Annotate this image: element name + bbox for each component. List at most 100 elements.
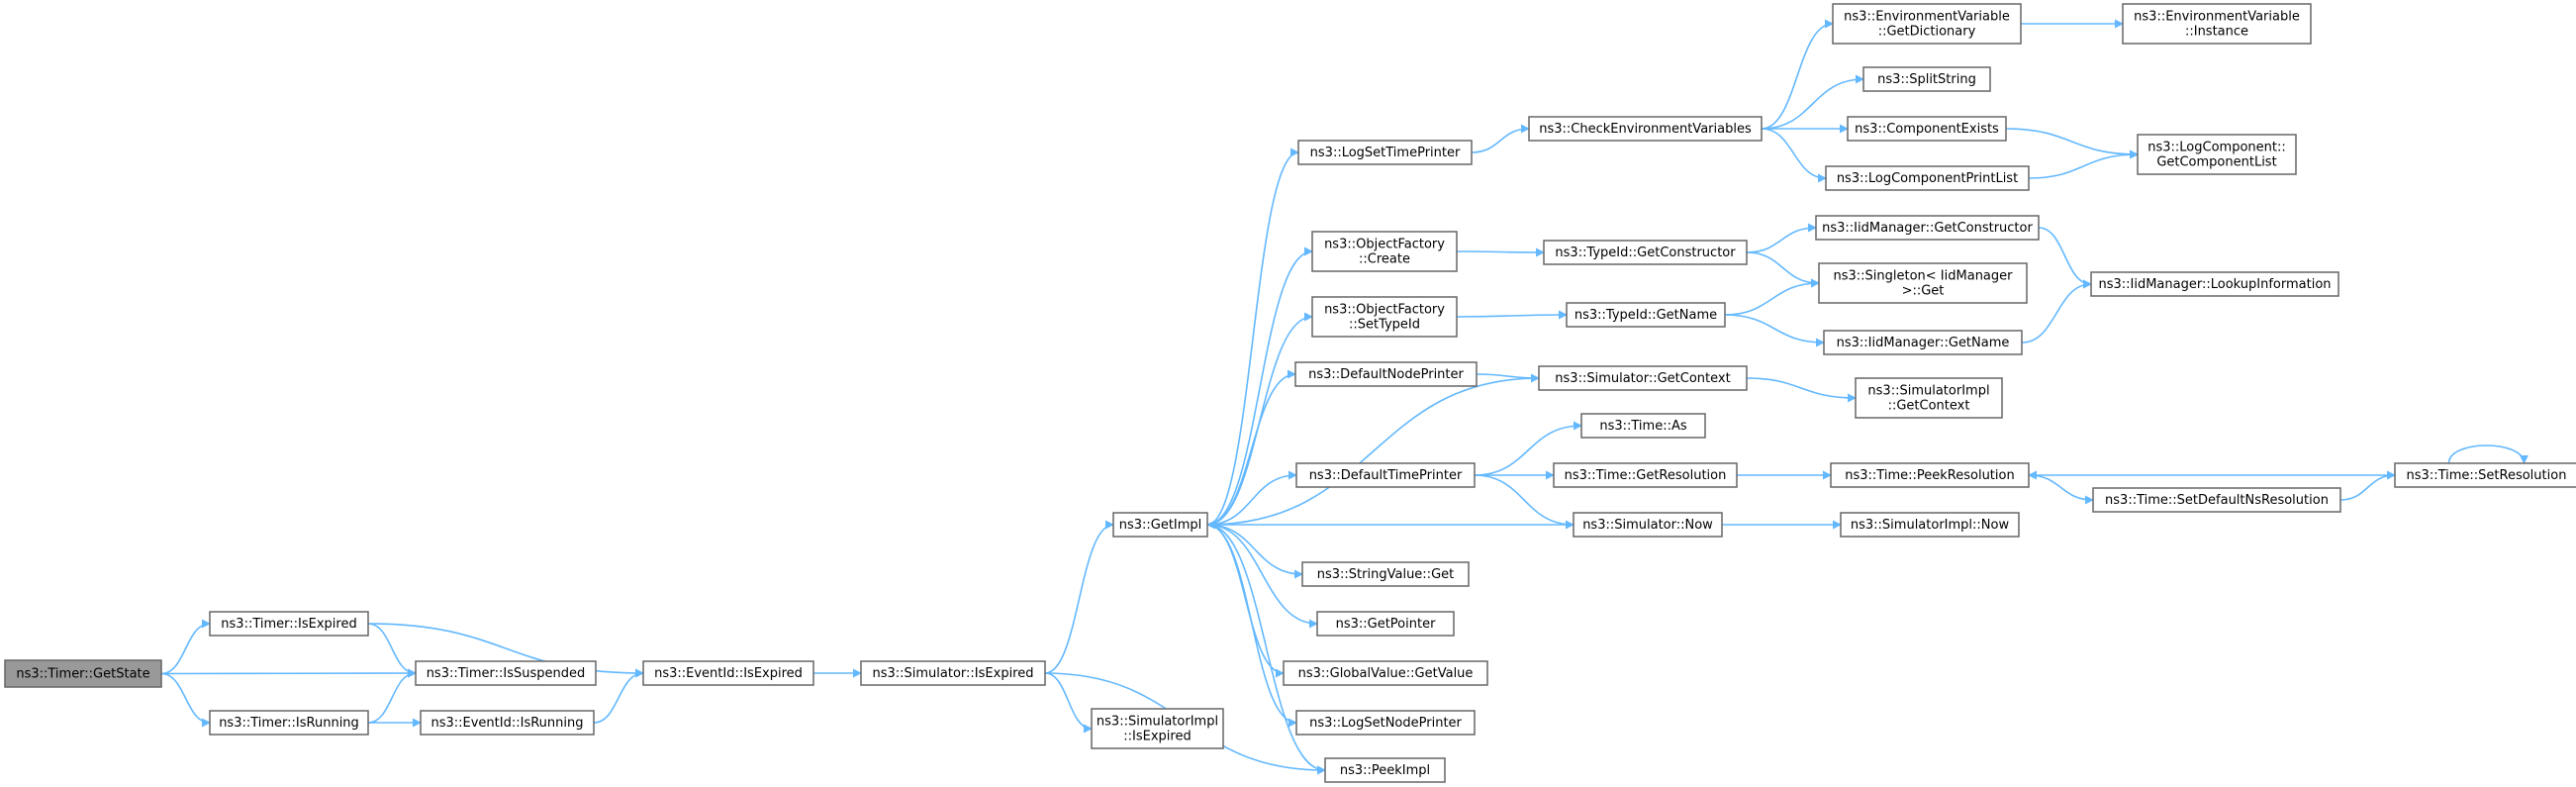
- node-box: [1528, 116, 1763, 142]
- edge-time-peekresolution-to-time-setdefaultns: [2028, 474, 2094, 505]
- node-label: ns3::LogSetTimePrinter: [1310, 146, 1461, 160]
- node-simimpl-isexpired[interactable]: ns3::SimulatorImpl::IsExpired: [1091, 708, 1224, 749]
- edge-getimpl-to-logsettimeprinter: [1206, 148, 1299, 526]
- node-box: [209, 710, 369, 736]
- node-label: ns3::Time::SetResolution: [2407, 468, 2567, 483]
- node-box: [1825, 165, 2030, 191]
- call-edges: [160, 19, 2528, 775]
- node-simimpl-getcontext[interactable]: ns3::SimulatorImpl::GetContext: [1855, 377, 2003, 419]
- node-label: ns3::ObjectFactory: [1324, 238, 1445, 252]
- node-timer-isexpired[interactable]: ns3::Timer::IsExpired: [209, 611, 369, 637]
- node-label: ns3::IidManager::GetName: [1837, 336, 2010, 350]
- node-label: ns3::Timer::IsExpired: [221, 617, 356, 632]
- node-label: GetComponentList: [2156, 155, 2276, 170]
- node-label: ns3::Timer::GetState: [16, 667, 149, 682]
- node-label: ns3::SplitString: [1877, 72, 1976, 87]
- node-getpointer[interactable]: ns3::GetPointer: [1316, 611, 1455, 637]
- node-timer-isrunning[interactable]: ns3::Timer::IsRunning: [209, 710, 369, 736]
- node-label: ns3::Time::As: [1599, 419, 1687, 434]
- edge-time-setresolution-to-time-setresolution: [2447, 444, 2528, 464]
- node-typeid-getname[interactable]: ns3::TypeId::GetName: [1566, 302, 1726, 328]
- node-splitstring[interactable]: ns3::SplitString: [1862, 66, 1991, 92]
- node-box: [1283, 660, 1488, 686]
- node-logsetnodeprinter[interactable]: ns3::LogSetNodePrinter: [1295, 710, 1476, 736]
- node-box: [1580, 413, 1706, 439]
- edge-defaulttimeprinter-to-time-as: [1474, 421, 1582, 476]
- node-iidmanager-lookup[interactable]: ns3::IidManager::LookupInformation: [2090, 271, 2339, 297]
- call-nodes: ns3::Timer::GetState ns3::Timer::IsExpire…: [4, 3, 2576, 783]
- edge-timer-isexpired-to-timer-issuspended: [367, 623, 417, 678]
- node-label: ns3::CheckEnvironmentVariables: [1539, 122, 1752, 137]
- node-typeid-getconstructor[interactable]: ns3::TypeId::GetConstructor: [1543, 240, 1748, 265]
- node-time-peekresolution[interactable]: ns3::Time::PeekResolution: [1830, 462, 2030, 488]
- edge-time-setdefaultns-to-time-setresolution: [2339, 470, 2396, 501]
- node-env-instance[interactable]: ns3::EnvironmentVariable::Instance: [2122, 3, 2312, 45]
- node-sim-isexpired[interactable]: ns3::Simulator::IsExpired: [860, 660, 1046, 686]
- node-box: [1112, 512, 1208, 538]
- node-getstate[interactable]: ns3::Timer::GetState: [4, 659, 162, 688]
- edge-eventid-isrunning-to-eventid-isexpired: [593, 668, 644, 724]
- node-globalvalue-getvalue[interactable]: ns3::GlobalValue::GetValue: [1283, 660, 1488, 686]
- node-time-getresolution[interactable]: ns3::Time::GetResolution: [1553, 462, 1738, 488]
- node-time-as[interactable]: ns3::Time::As: [1580, 413, 1706, 439]
- node-stringvalue-get[interactable]: ns3::StringValue::Get: [1301, 561, 1470, 587]
- node-simimpl-now[interactable]: ns3::SimulatorImpl::Now: [1840, 512, 2020, 538]
- node-box: [415, 660, 597, 686]
- node-label: ns3::ObjectFactory: [1324, 303, 1445, 318]
- edge-sim-isexpired-to-simimpl-isexpired: [1044, 672, 1093, 734]
- node-objfactory-create[interactable]: ns3::ObjectFactory::Create: [1311, 231, 1458, 272]
- node-eventid-isexpired[interactable]: ns3::EventId::IsExpired: [642, 660, 814, 686]
- edge-sim-isexpired-to-getimpl: [1044, 520, 1114, 674]
- edge-getimpl-to-objfactory-create: [1206, 246, 1313, 526]
- node-box: [1295, 710, 1476, 736]
- node-label: ns3::Timer::IsSuspended: [427, 666, 586, 681]
- node-label: ::GetContext: [1888, 399, 1970, 414]
- node-env-getdictionary[interactable]: ns3::EnvironmentVariable::GetDictionary: [1832, 3, 2022, 45]
- node-logcomponent-getlist[interactable]: ns3::LogComponent::GetComponentList: [2137, 134, 2297, 175]
- node-time-setdefaultns[interactable]: ns3::Time::SetDefaultNsResolution: [2092, 487, 2341, 513]
- node-defaultnodeprinter[interactable]: ns3::DefaultNodePrinter: [1294, 361, 1478, 387]
- node-box: [1840, 512, 2020, 538]
- node-singleton-get[interactable]: ns3::Singleton< IidManager >::Get: [1818, 262, 2028, 304]
- node-label: ns3::TypeId::GetName: [1574, 308, 1717, 323]
- node-box: [1847, 116, 2007, 142]
- node-iidmanager-getname[interactable]: ns3::IidManager::GetName: [1823, 330, 2023, 355]
- edge-typeid-getconstructor-to-singleton-get: [1746, 251, 1820, 288]
- node-checkenv[interactable]: ns3::CheckEnvironmentVariables: [1528, 116, 1763, 142]
- node-label: ns3::Simulator::GetContext: [1555, 371, 1730, 386]
- edge-getstate-to-timer-isrunning: [160, 672, 211, 728]
- node-sim-now[interactable]: ns3::Simulator::Now: [1573, 512, 1723, 538]
- node-timer-issuspended[interactable]: ns3::Timer::IsSuspended: [415, 660, 597, 686]
- node-label: ns3::Simulator::Now: [1582, 518, 1713, 533]
- node-label: >::Get: [1902, 284, 1945, 299]
- edge-checkenv-to-logcomponentprintlist: [1761, 128, 1827, 183]
- node-label: ns3::GetPointer: [1336, 617, 1436, 632]
- edge-iidmanager-getconstructor-to-iidmanager-lookup: [2038, 227, 2092, 289]
- node-sim-getcontext[interactable]: ns3::Simulator::GetContext: [1538, 365, 1748, 391]
- node-logcomponentprintlist[interactable]: ns3::LogComponentPrintList: [1825, 165, 2030, 191]
- node-objfactory-settypeid[interactable]: ns3::ObjectFactory::SetTypeId: [1311, 296, 1458, 338]
- edge-getstate-to-timer-isexpired: [160, 619, 211, 675]
- node-label: ns3::LogComponent::: [2147, 141, 2286, 155]
- node-box: [1316, 611, 1455, 637]
- node-label: ns3::GlobalValue::GetValue: [1298, 666, 1474, 681]
- node-label: ns3::IidManager::LookupInformation: [2098, 277, 2331, 292]
- node-box: [2092, 487, 2341, 513]
- node-peekimpl[interactable]: ns3::PeekImpl: [1324, 757, 1446, 783]
- edge-logcomponentprintlist-to-logcomponent-getlist: [2028, 149, 2139, 179]
- node-time-setresolution[interactable]: ns3::Time::SetResolution: [2394, 462, 2576, 488]
- node-getimpl[interactable]: ns3::GetImpl: [1112, 512, 1208, 538]
- edge-typeid-getname-to-iidmanager-getname: [1724, 314, 1825, 347]
- node-componentexists[interactable]: ns3::ComponentExists: [1847, 116, 2007, 142]
- edge-timer-isrunning-to-timer-issuspended: [367, 668, 417, 724]
- node-label: ns3::LogSetNodePrinter: [1309, 716, 1462, 731]
- edge-sim-getcontext-to-simimpl-getcontext: [1746, 377, 1857, 403]
- edge-checkenv-to-env-getdictionary: [1761, 19, 1834, 130]
- node-iidmanager-getconstructor[interactable]: ns3::IidManager::GetConstructor: [1815, 215, 2040, 241]
- node-eventid-isrunning[interactable]: ns3::EventId::IsRunning: [420, 710, 595, 736]
- node-defaulttimeprinter[interactable]: ns3::DefaultTimePrinter: [1295, 462, 1476, 488]
- node-label: ns3::EventId::IsExpired: [654, 666, 803, 681]
- node-box: [1862, 66, 1991, 92]
- node-box: [420, 710, 595, 736]
- node-logsettimeprinter[interactable]: ns3::LogSetTimePrinter: [1297, 140, 1473, 165]
